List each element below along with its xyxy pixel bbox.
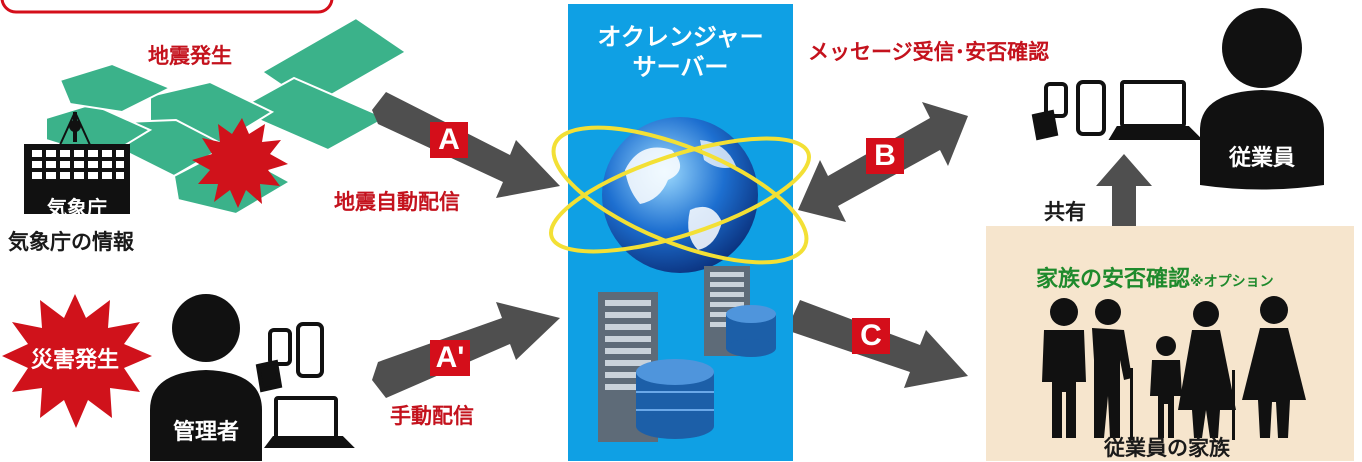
share-label: 共有 — [1044, 200, 1086, 224]
server-title: オクレンジャー サーバー — [568, 22, 793, 82]
family-title-text: 家族の安否確認 — [1036, 267, 1191, 292]
admin-silhouette — [150, 294, 262, 461]
employee-silhouette — [1200, 8, 1324, 190]
earthquake-label: 地震発生 — [148, 44, 232, 68]
family-silhouettes — [1042, 296, 1306, 440]
family-option-note: ※オプション — [1190, 274, 1274, 290]
server-title-line1: オクレンジャー — [597, 23, 764, 51]
flow-a-prime-label: 手動配信 — [390, 404, 474, 428]
jma-building — [24, 111, 130, 214]
badge-c: C — [852, 318, 890, 354]
jma-info-label: 気象庁の情報 — [8, 230, 134, 254]
disaster-burst — [2, 294, 152, 428]
server-title-line2: サーバー — [632, 53, 729, 81]
globe-icon — [549, 117, 811, 273]
badge-a-prime: A' — [430, 340, 470, 376]
employee-devices — [1031, 80, 1203, 141]
family-caption: 従業員の家族 — [1104, 436, 1230, 460]
header-frame — [0, 0, 334, 14]
disaster-label: 災害発生 — [30, 348, 119, 373]
badge-b: B — [866, 138, 904, 174]
database-icon — [636, 305, 776, 439]
flow-b-label: メッセージ受信･安否確認 — [808, 40, 1050, 64]
admin-devices — [255, 322, 355, 448]
badge-a: A — [430, 122, 468, 158]
admin-label: 管理者 — [172, 420, 239, 445]
employee-label: 従業員 — [1228, 146, 1295, 171]
family-title: 家族の安否確認※オプション — [1036, 261, 1274, 293]
earthquake-burst — [192, 118, 288, 208]
flow-a-label: 地震自動配信 — [334, 190, 460, 214]
jma-building-label: 気象庁 — [47, 196, 107, 220]
